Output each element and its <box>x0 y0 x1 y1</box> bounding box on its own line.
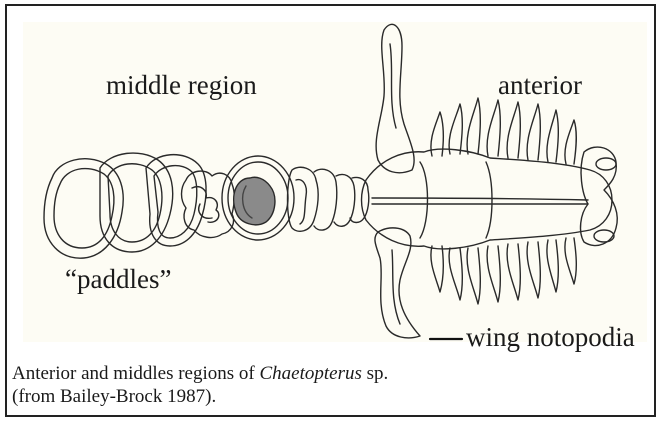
label-wing-notopodia: wing notopodia <box>466 322 635 353</box>
caption-prefix: Anterior and middles regions of <box>12 363 259 384</box>
caption-suffix: sp. <box>362 363 388 384</box>
caption-line-2: (from Bailey-Brock 1987). <box>12 385 388 408</box>
caption-line-1: Anterior and middles regions of Chaetopt… <box>12 362 388 385</box>
label-anterior: anterior <box>498 70 582 101</box>
label-middle-region: middle region <box>106 70 257 101</box>
caption-genus: Chaetopterus <box>259 363 361 384</box>
parapodia-upper <box>431 98 576 164</box>
label-paddles: “paddles” <box>65 264 171 295</box>
paddle-segments <box>44 153 206 258</box>
figure-caption: Anterior and middles regions of Chaetopt… <box>12 362 388 408</box>
middle-segments <box>182 156 369 240</box>
